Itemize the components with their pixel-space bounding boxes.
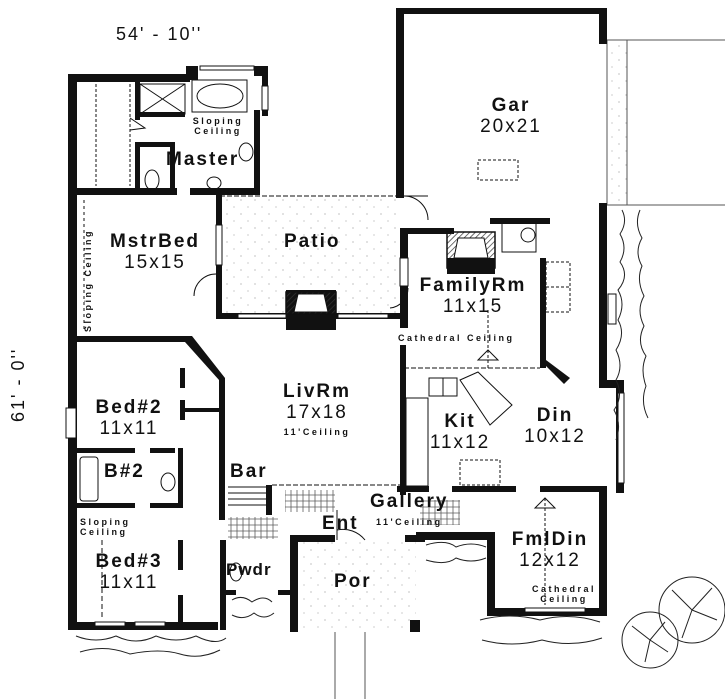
room-size: 11x12 bbox=[429, 432, 491, 453]
room-kitchen: Kit 11x12 bbox=[420, 412, 500, 452]
room-size: 17x18 bbox=[286, 402, 348, 423]
porch-area bbox=[298, 540, 416, 632]
room-porch: Por bbox=[334, 571, 372, 592]
ceiling-note: Ceiling bbox=[540, 594, 588, 604]
room-master-bath: Sloping Ceiling bbox=[188, 117, 248, 136]
room-powder: Pwdr bbox=[226, 560, 272, 579]
room-bath2: B#2 bbox=[104, 461, 145, 482]
room-size: 20x21 bbox=[480, 116, 542, 137]
room-bed3: Bed#3 11x11 bbox=[84, 552, 174, 592]
windows bbox=[65, 65, 625, 627]
room-name: Gar bbox=[491, 95, 531, 116]
room-patio: Patio bbox=[284, 231, 341, 252]
room-size: 15x15 bbox=[124, 252, 186, 273]
ceiling-note: Ceiling bbox=[80, 527, 128, 537]
master-bed-ceiling-note: Sloping Ceiling bbox=[83, 229, 93, 332]
room-size: 11x11 bbox=[99, 418, 159, 439]
overall-width-dimension: 54' - 10'' bbox=[116, 24, 203, 44]
room-family-room: FamilyRm 11x15 bbox=[408, 276, 538, 316]
ceiling-note: 11'Ceiling bbox=[283, 427, 351, 437]
family-room-ceiling-note: Cathedral Ceiling bbox=[398, 333, 515, 343]
room-name: FmlDin bbox=[511, 529, 589, 550]
landscaping bbox=[75, 209, 725, 669]
room-size: 11x15 bbox=[442, 296, 504, 317]
ceiling-note: Sloping bbox=[192, 116, 244, 126]
fixtures bbox=[79, 79, 571, 620]
formal-dining-ceiling-note: Cathedral Ceiling bbox=[524, 585, 604, 604]
fireplace-family bbox=[446, 231, 496, 274]
room-size: 12x12 bbox=[519, 550, 581, 571]
entry-tile bbox=[228, 490, 460, 539]
garage-apron bbox=[606, 39, 725, 206]
room-name: Din bbox=[536, 405, 574, 426]
room-master: Master bbox=[166, 149, 240, 170]
ceiling-note: Sloping bbox=[80, 517, 131, 527]
room-master-bedroom: MstrBed 15x15 bbox=[96, 232, 214, 272]
room-name: FamilyRm bbox=[419, 275, 527, 296]
ceiling-note: Ceiling bbox=[194, 126, 242, 136]
overall-depth-dimension: 61' - 0'' bbox=[8, 347, 28, 422]
doors bbox=[129, 117, 429, 541]
room-size: 10x12 bbox=[524, 426, 586, 447]
fireplace-patio bbox=[285, 291, 337, 315]
room-gallery: Gallery bbox=[370, 491, 449, 512]
room-size: 11x11 bbox=[99, 572, 159, 593]
room-name: Bed#3 bbox=[95, 551, 163, 572]
room-entry: Ent bbox=[322, 513, 359, 534]
room-name: Kit bbox=[444, 411, 476, 432]
room-dining: Din 10x12 bbox=[515, 406, 595, 446]
room-bar: Bar bbox=[230, 461, 268, 482]
room-living: LivRm 17x18 11'Ceiling bbox=[262, 382, 372, 437]
room-name: LivRm bbox=[282, 381, 352, 402]
room-name: Bed#2 bbox=[95, 397, 163, 418]
room-name: MstrBed bbox=[109, 231, 200, 252]
room-formal-dining: FmlDin 12x12 bbox=[505, 530, 595, 570]
ceiling-note: Cathedral bbox=[531, 584, 596, 594]
room-garage: Gar 20x21 bbox=[456, 96, 566, 136]
room-bed2: Bed#2 11x11 bbox=[84, 398, 174, 438]
gallery-ceiling-note: 11'Ceiling bbox=[376, 517, 443, 527]
bath2-ceiling-note: Sloping Ceiling bbox=[80, 518, 131, 537]
front-walk bbox=[334, 632, 366, 699]
